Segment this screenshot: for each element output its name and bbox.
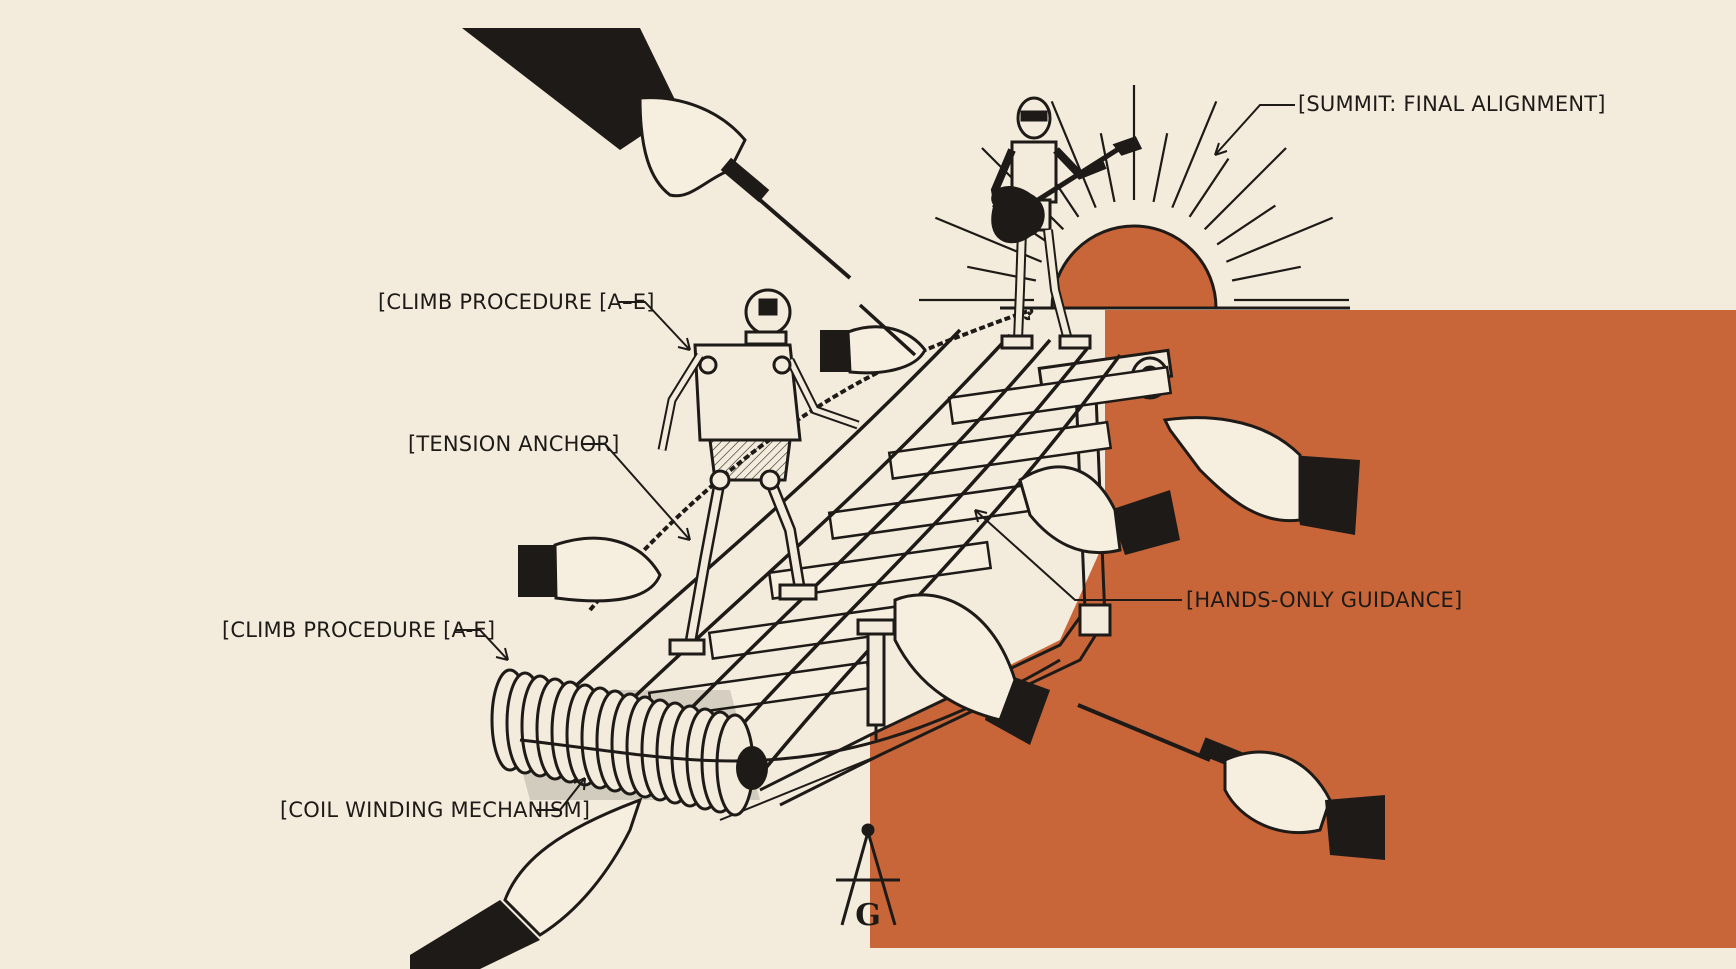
sun-ray — [1225, 216, 1334, 263]
label-hands-only-guidance: [HANDS-ONLY GUIDANCE] — [1186, 588, 1463, 612]
leader-lines — [455, 104, 1295, 811]
hand-left-rope — [518, 536, 662, 603]
orange-backdrop — [870, 310, 1736, 948]
tension-rails — [558, 328, 1122, 777]
sun-ray — [1050, 100, 1097, 209]
tension-rail — [558, 328, 962, 702]
label-coil-winding: [COIL WINDING MECHANISM] — [280, 798, 591, 822]
sun-ray — [1203, 147, 1287, 231]
label-summit: [SUMMIT: FINAL ALIGNMENT] — [1298, 92, 1606, 116]
hand-top-left — [462, 28, 852, 280]
sun-ray — [1188, 158, 1230, 218]
coil-drum — [490, 658, 1061, 817]
sun-ray — [1099, 133, 1116, 203]
label-tension-anchor: [TENSION ANCHOR] — [408, 432, 620, 456]
ladder-slat — [827, 480, 1053, 540]
climbing-robot — [657, 288, 860, 656]
label-climb-lower: [CLIMB PROCEDURE [A-E] — [222, 618, 496, 642]
sun-ray — [1171, 100, 1218, 209]
guitarist-robot — [990, 96, 1143, 350]
tension-rail — [608, 333, 1012, 722]
hand-screwdriver — [1077, 703, 1385, 860]
tension-rail — [708, 343, 1092, 762]
hand-upper-pen — [820, 303, 927, 375]
sun-ray — [1216, 204, 1276, 246]
sun-ray — [1231, 265, 1301, 282]
label-climb-upper: [CLIMB PROCEDURE [A–E] — [378, 290, 655, 314]
compass-square-icon — [836, 823, 900, 926]
hand-right-slat — [1018, 465, 1180, 555]
hand-bottom-left — [410, 797, 643, 969]
tension-rail — [658, 338, 1052, 742]
emblem-letter: G — [855, 898, 881, 933]
hand-pointing-right — [1162, 416, 1360, 535]
tension-rail — [758, 353, 1122, 777]
sun-ray — [1152, 133, 1169, 203]
ladder-slat — [767, 540, 993, 600]
sunrise — [919, 85, 1350, 310]
hand-tension-post — [893, 593, 1050, 745]
tension-anchor-post — [856, 618, 896, 740]
